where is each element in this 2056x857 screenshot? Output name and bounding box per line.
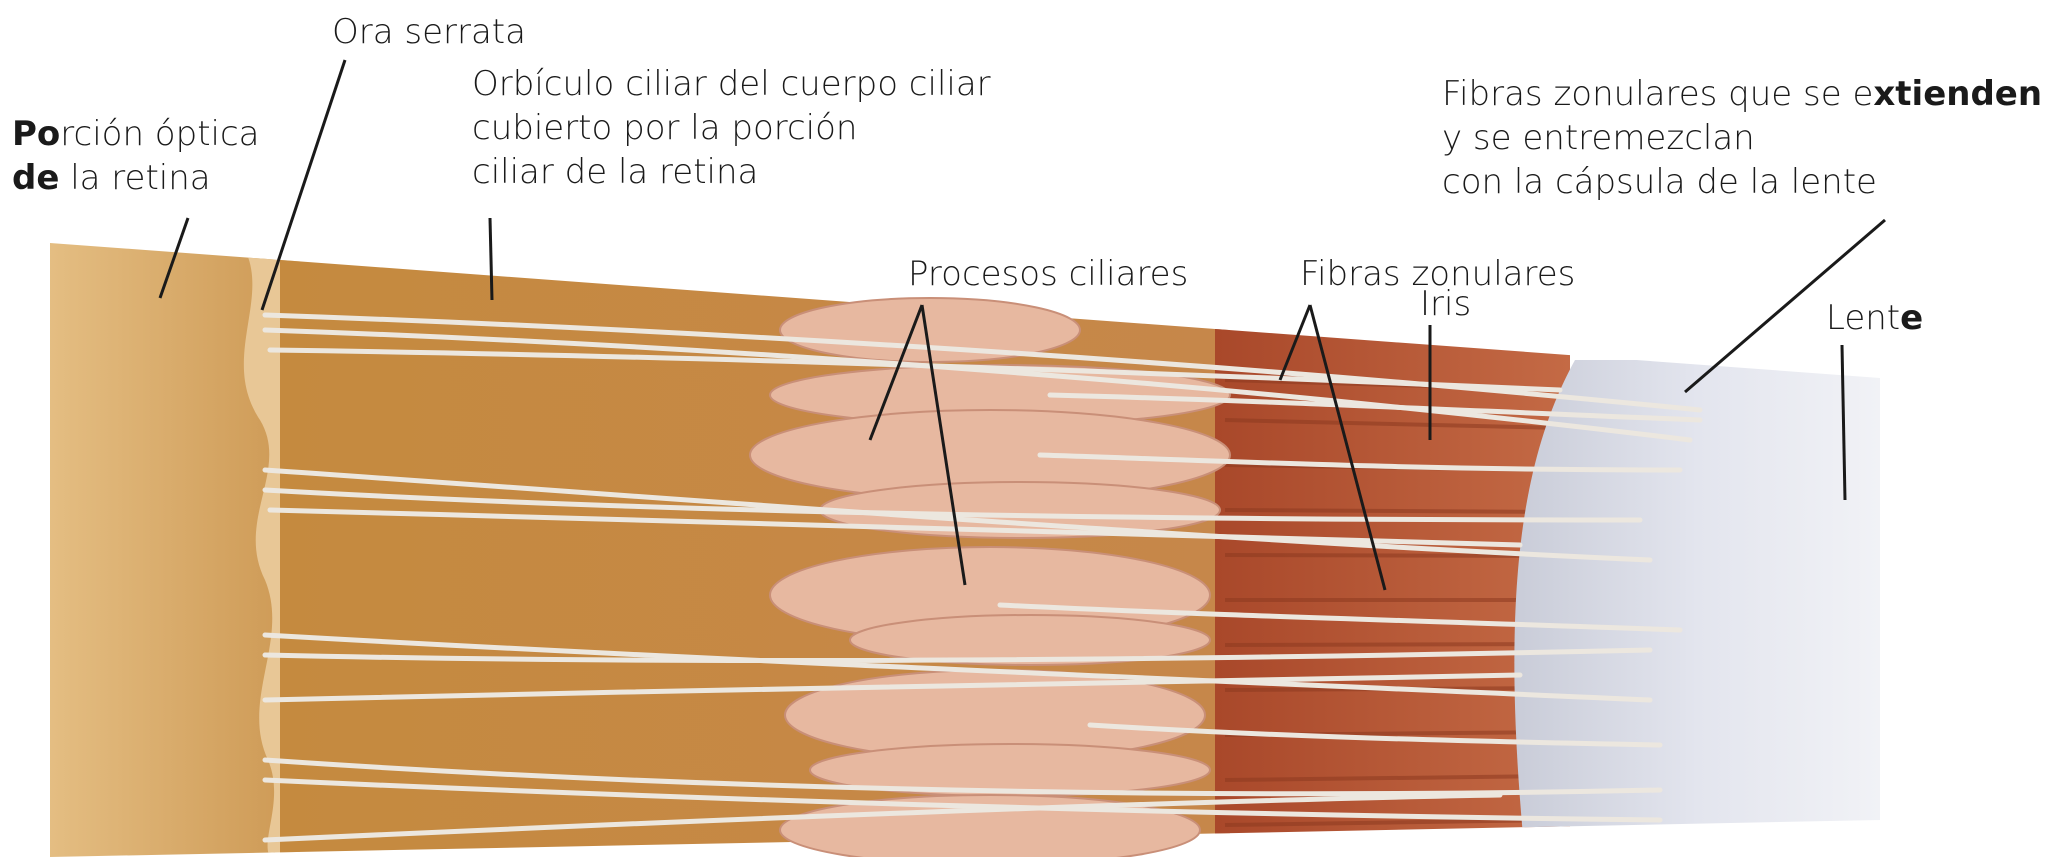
label-orbic-line3: ciliar de la retina	[472, 150, 991, 194]
label-ora-serrata: Ora serrata	[332, 10, 526, 54]
pars-optica-region	[40, 230, 275, 857]
label-fzext-line1: Fibras zonulares que se extienden	[1442, 72, 2042, 116]
label-optic-retina: Porción óptica de la retina	[12, 112, 260, 200]
label-fzext-line2: y se entremezclan	[1442, 116, 2042, 160]
label-orbic-line2: cubierto por la porción	[472, 106, 991, 150]
label-zonular-extension: Fibras zonulares que se extienden y se e…	[1442, 72, 2042, 204]
label-fzext-line3: con la cápsula de la lente	[1442, 160, 2042, 204]
label-lens: Lente	[1826, 296, 1923, 340]
label-ciliary-processes: Procesos ciliares	[908, 252, 1188, 296]
label-iris: Iris	[1420, 282, 1471, 326]
leader-orbic	[490, 218, 492, 300]
label-orbiculus: Orbículo ciliar del cuerpo ciliar cubier…	[472, 62, 991, 194]
label-optic-line2: de la retina	[12, 156, 260, 200]
label-orbic-line1: Orbículo ciliar del cuerpo ciliar	[472, 62, 991, 106]
lens-region	[1514, 360, 1880, 857]
label-optic-line1: Porción óptica	[12, 112, 260, 156]
ciliary-processes	[750, 298, 1230, 857]
